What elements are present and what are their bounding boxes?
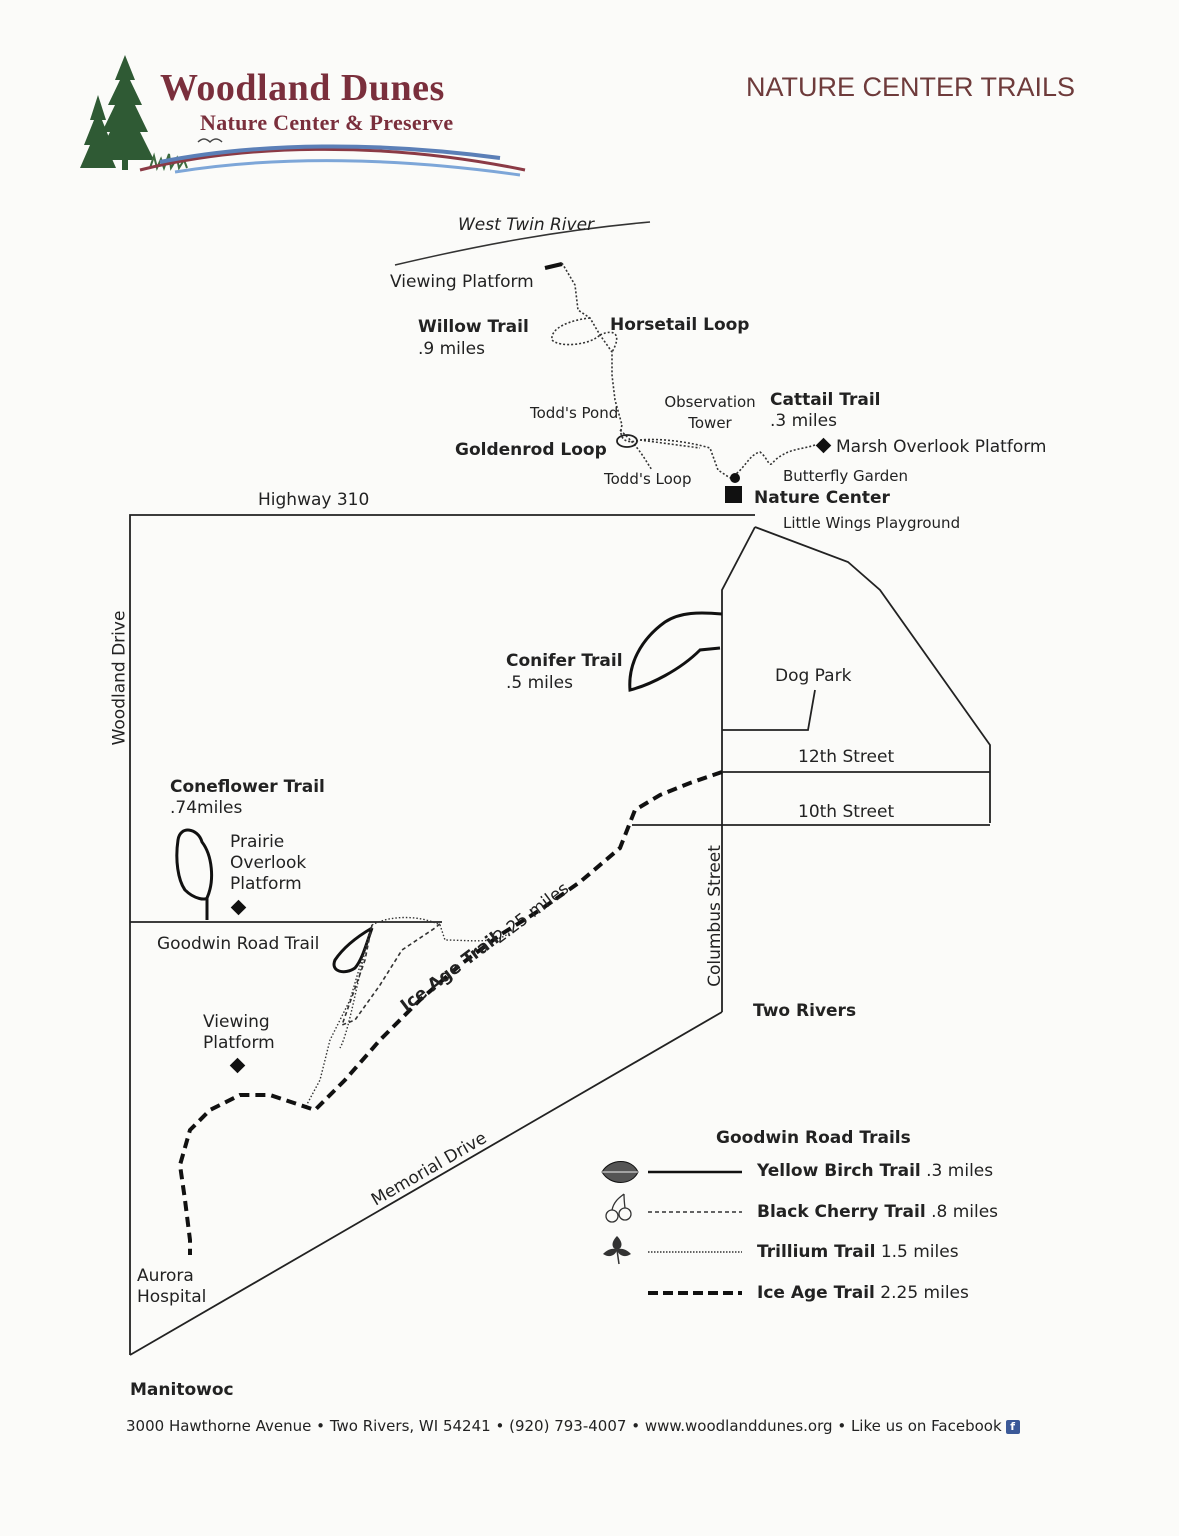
tenth-street-label: 10th Street xyxy=(798,802,895,822)
footer-city: Two Rivers, WI 54241 xyxy=(329,1417,491,1435)
footer-separator: • xyxy=(837,1417,847,1435)
marsh-overlook-label: Marsh Overlook Platform xyxy=(836,437,1047,457)
facebook-icon[interactable]: f xyxy=(1005,1419,1020,1434)
legend-row-ice-age: Ice Age Trail 2.25 miles xyxy=(757,1283,969,1303)
logo-subtitle: Nature Center & Preserve xyxy=(200,110,454,135)
footer-facebook-link[interactable]: Like us on Facebook xyxy=(850,1417,1002,1435)
butterfly-garden-label: Butterfly Garden xyxy=(783,467,909,485)
footer-website-link[interactable]: www.woodlanddunes.org xyxy=(644,1417,833,1435)
footer-address: 3000 Hawthorne Avenue xyxy=(126,1417,312,1435)
goldenrod-loop-label: Goldenrod Loop xyxy=(455,440,607,460)
cherry-icon xyxy=(605,1193,632,1223)
goodwin-road-trail-label: Goodwin Road Trail xyxy=(157,934,320,954)
footer-separator: • xyxy=(631,1417,641,1435)
trillium-icon xyxy=(603,1236,631,1265)
willow-trail-length: .9 miles xyxy=(418,339,485,359)
north-viewing-platform-marker xyxy=(544,262,563,270)
manitowoc-label: Manitowoc xyxy=(130,1380,234,1400)
footer-phone: (920) 793-4007 xyxy=(509,1417,627,1435)
footer: 3000 Hawthorne Avenue • Two Rivers, WI 5… xyxy=(126,1417,1020,1435)
coneflower-trail-line xyxy=(175,828,214,920)
legend-length: 2.25 miles xyxy=(880,1283,969,1303)
west-twin-river-label: West Twin River xyxy=(458,215,595,235)
nature-center-label: Nature Center xyxy=(754,488,890,508)
legend-length: 1.5 miles xyxy=(880,1242,959,1262)
observation-tower-label: Observation Tower xyxy=(664,393,756,432)
footer-separator: • xyxy=(316,1417,326,1435)
legend-title: Goodwin Road Trails xyxy=(716,1128,911,1148)
prairie-overlook-marker xyxy=(230,899,247,916)
columbus-street-label: Columbus Street xyxy=(704,845,725,987)
black-cherry-trail-line xyxy=(340,921,443,1027)
legend-lines xyxy=(648,1170,742,1295)
woodland-drive-label: Woodland Drive xyxy=(109,610,130,746)
prairie-overlook-label: Prairie Overlook Platform xyxy=(230,832,307,894)
west-twin-river-line xyxy=(394,221,651,266)
todds-pond-label: Todd's Pond xyxy=(530,404,619,422)
playground-label: Little Wings Playground xyxy=(783,514,961,532)
willow-trail-name: Willow Trail xyxy=(418,317,529,337)
highway-310-label: Highway 310 xyxy=(258,490,370,510)
conifer-trail-name: Conifer Trail xyxy=(506,651,623,671)
legend-length: .3 miles xyxy=(926,1161,994,1181)
coneflower-trail-name: Coneflower Trail xyxy=(170,777,325,797)
ice-age-trail-line xyxy=(177,770,723,1255)
cattail-trail-length: .3 miles xyxy=(770,411,837,431)
aurora-hospital-label: Aurora Hospital xyxy=(137,1266,207,1307)
roads xyxy=(129,514,991,1356)
legend-name: Trillium Trail xyxy=(757,1242,876,1262)
logo-graphic xyxy=(80,55,526,177)
cattail-trail-name: Cattail Trail xyxy=(770,390,881,410)
footer-separator: • xyxy=(495,1417,505,1435)
south-viewing-platform-marker xyxy=(229,1057,246,1074)
legend-row-yellow-birch: Yellow Birch Trail .3 miles xyxy=(757,1161,993,1181)
dog-park-label: Dog Park xyxy=(775,666,852,686)
logo-title: Woodland Dunes xyxy=(160,67,445,109)
legend-row-trillium: Trillium Trail 1.5 miles xyxy=(757,1242,959,1262)
conifer-trail-length: .5 miles xyxy=(506,673,573,693)
legend-name: Yellow Birch Trail xyxy=(757,1161,921,1181)
nature-center-marker xyxy=(725,486,742,503)
south-viewing-platform-label: Viewing Platform xyxy=(203,1012,275,1053)
north-viewing-platform-label: Viewing Platform xyxy=(390,272,534,292)
legend-name: Black Cherry Trail xyxy=(757,1202,926,1222)
coneflower-trail-length: .74miles xyxy=(170,798,243,818)
observation-tower-marker xyxy=(730,473,740,483)
legend-length: .8 miles xyxy=(931,1202,999,1222)
two-rivers-label: Two Rivers xyxy=(753,1001,857,1021)
yellow-birch-trail-line xyxy=(332,926,374,974)
legend-name: Ice Age Trail xyxy=(757,1283,875,1303)
north-trails xyxy=(551,262,816,479)
horsetail-loop-label: Horsetail Loop xyxy=(610,315,750,335)
todds-pond-shape xyxy=(616,434,638,448)
marsh-overlook-marker xyxy=(815,437,832,454)
page-title: NATURE CENTER TRAILS xyxy=(746,72,1076,102)
bird-icon xyxy=(197,138,223,144)
twelfth-street-label: 12th Street xyxy=(798,747,895,767)
leaf-icon xyxy=(601,1161,639,1183)
todds-loop-label: Todd's Loop xyxy=(604,470,692,488)
conifer-trail-line xyxy=(628,611,723,692)
pine-tree-icon xyxy=(80,55,154,170)
legend-row-black-cherry: Black Cherry Trail .8 miles xyxy=(757,1202,998,1222)
